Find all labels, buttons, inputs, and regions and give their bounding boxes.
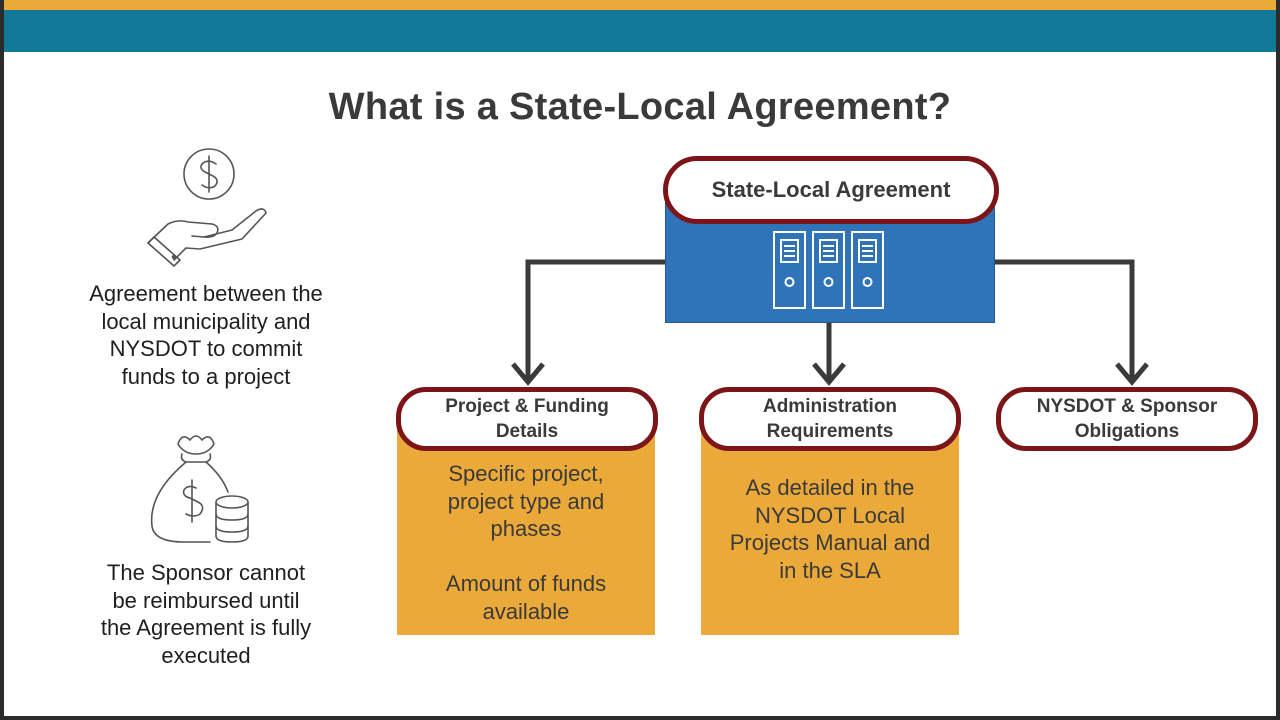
child-1-label: Project & Funding Details — [396, 387, 658, 451]
arrowhead-left — [511, 362, 545, 386]
connector-left — [525, 259, 666, 382]
child-2-label: Administration Requirements — [699, 387, 961, 451]
child-1-body-text: Specific project, project type and phase… — [445, 461, 607, 624]
child-2-label-text: Administration Requirements — [762, 396, 898, 442]
arrowhead-right — [1115, 362, 1149, 386]
arrowhead-middle — [812, 362, 846, 386]
child-2-body-text: As detailed in the NYSDOT Local Projects… — [729, 475, 931, 583]
connector-right — [994, 259, 1135, 382]
child-1-label-text: Project & Funding Details — [445, 396, 609, 442]
sponsor-description: The Sponsor cannot be reimbursed until t… — [100, 560, 312, 668]
child-1-body: Specific project, project type and phase… — [397, 430, 655, 635]
child-3-label-text: NYSDOT & Sponsor Obligations — [1036, 396, 1218, 442]
page-title: What is a State-Local Agreement? — [328, 86, 952, 128]
binders-icon — [773, 231, 884, 309]
root-node-label: State-Local Agreement — [663, 156, 999, 224]
child-3-label: NYSDOT & Sponsor Obligations — [996, 387, 1258, 451]
money-bag-icon — [150, 435, 249, 543]
hand-dollar-icon — [147, 148, 267, 267]
root-node-text: State-Local Agreement — [711, 177, 951, 202]
header-band — [4, 10, 1276, 52]
header-accent-bar — [4, 0, 1276, 10]
child-2-body: As detailed in the NYSDOT Local Projects… — [701, 430, 959, 635]
agreement-description: Agreement between the local municipality… — [89, 281, 323, 389]
